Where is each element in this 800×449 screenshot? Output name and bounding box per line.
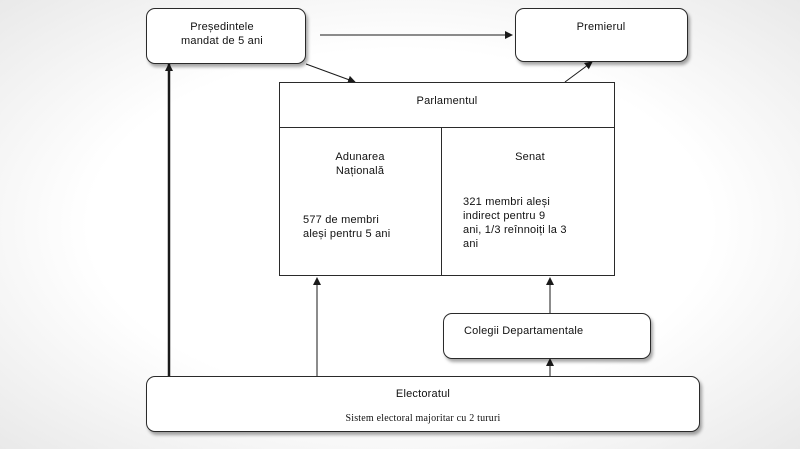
colegii-label: Colegii Departamentale — [464, 325, 584, 337]
parlamentul-header-divider — [279, 127, 615, 128]
parlamentul-box: Parlamentul — [279, 82, 615, 276]
colegii-box: Colegii Departamentale — [443, 313, 651, 359]
senat-description: 321 membri aleși indirect pentru 9 ani, … — [463, 196, 567, 250]
parlamentul-chamber-divider — [441, 127, 442, 276]
parlamentul-title: Parlamentul — [416, 95, 478, 107]
electoratul-box: Electoratul Sistem electoral majoritar c… — [146, 376, 700, 432]
arrow-president-to-parliament — [305, 63, 356, 84]
premierul-title: Premierul — [576, 21, 626, 33]
presedintele-box: Președintele mandat de 5 ani — [146, 8, 306, 64]
premierul-box: Premierul — [515, 8, 688, 62]
senat-name: Senat — [515, 151, 545, 163]
electoratul-title: Electoratul — [395, 388, 451, 400]
electoratul-subtitle: Sistem electoral majoritar cu 2 tururi — [345, 413, 501, 424]
arrow-parliament-to-premier — [564, 61, 593, 83]
adunarea-description: 577 de membri aleși pentru 5 ani — [303, 214, 391, 240]
presedintele-mandate: mandat de 5 ani — [181, 35, 263, 47]
presedintele-label: Președintele mandat de 5 ani — [157, 20, 287, 48]
premierul-label: Premierul — [536, 20, 666, 34]
presedintele-title: Președintele — [190, 21, 254, 33]
adunarea-name: Adunarea Națională — [335, 151, 385, 177]
